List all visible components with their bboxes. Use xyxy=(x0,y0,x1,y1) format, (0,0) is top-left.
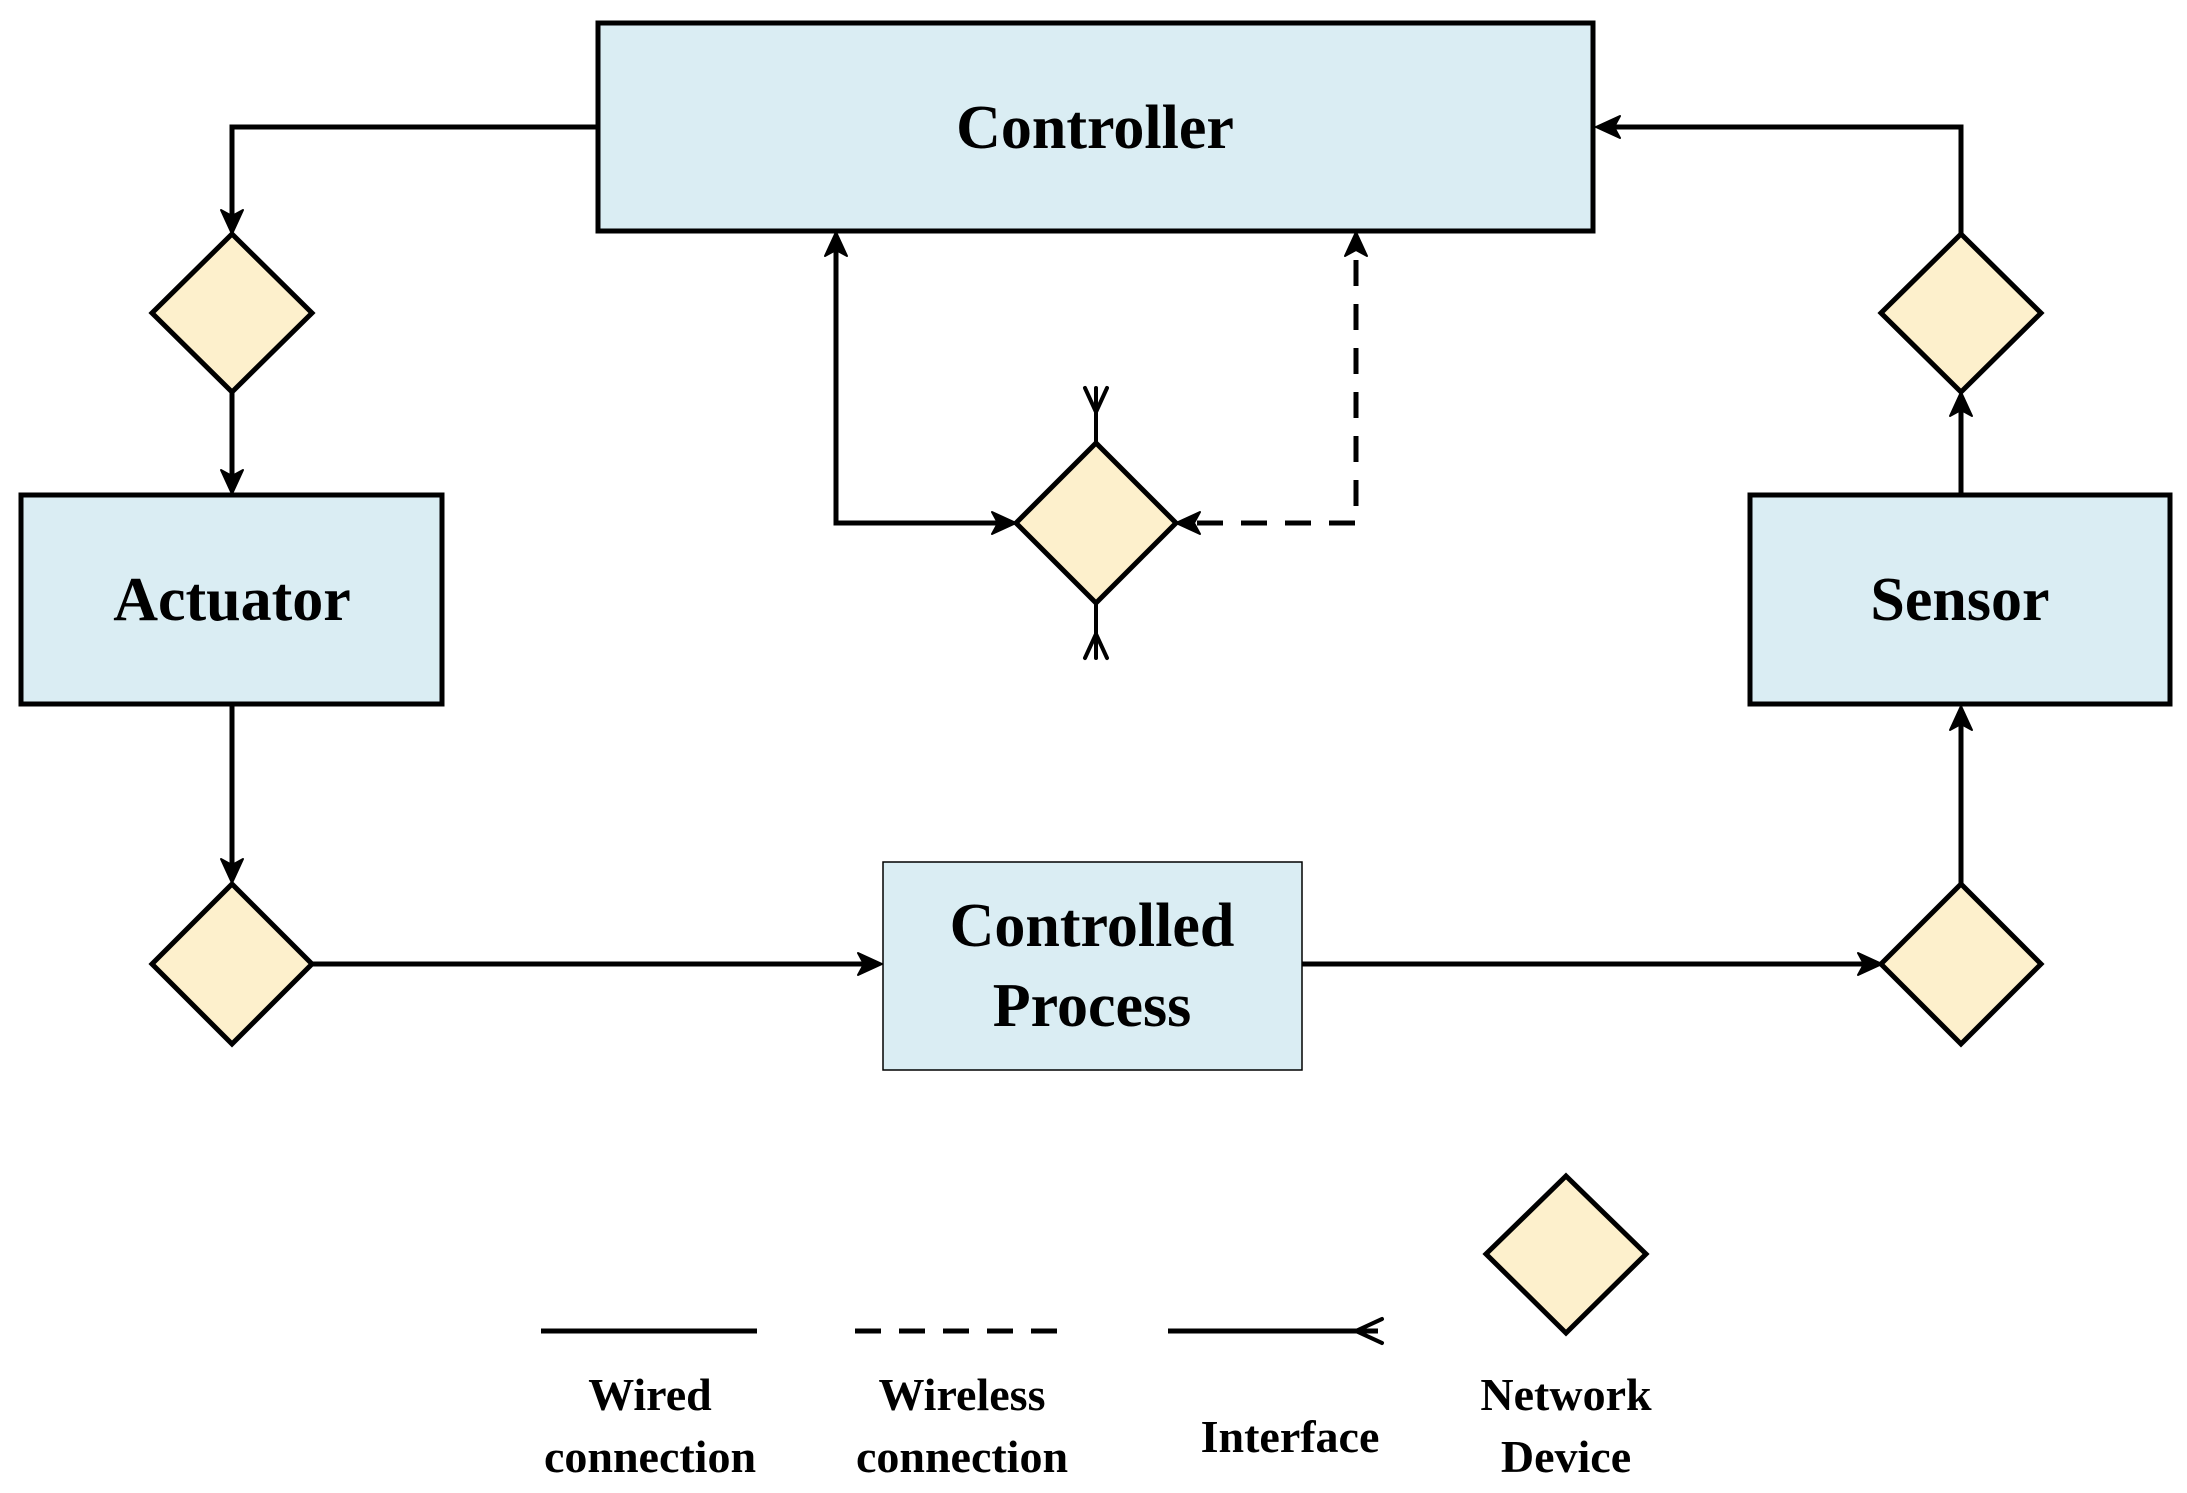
controller-block: Controller xyxy=(595,20,1596,234)
arrowhead-sensor-in xyxy=(1949,705,1973,731)
arrowhead-left-device-in xyxy=(220,209,244,235)
legend-wireless: Wireless connection xyxy=(855,1328,1073,1482)
legend-network-device-label-line1: Network xyxy=(1480,1369,1652,1420)
legend-network-device-icon xyxy=(1482,1172,1650,1337)
network-device-bottom-left xyxy=(148,880,316,1048)
legend-wired-label-line2: connection xyxy=(544,1431,756,1482)
legend-interface-icon xyxy=(1354,1317,1384,1345)
antenna-icon xyxy=(1083,386,1109,660)
network-device-top-left xyxy=(148,230,316,396)
wireless-center-device-to-controller xyxy=(1197,248,1359,526)
arrowhead-center-device-left-in xyxy=(991,511,1017,535)
sensor-label: Sensor xyxy=(1870,566,2049,634)
network-device-bottom-right xyxy=(1877,880,2045,1048)
actuator-block: Actuator xyxy=(18,492,445,707)
actuator-label: Actuator xyxy=(113,566,351,634)
wire-right-device-to-controller xyxy=(1612,124,1964,234)
arrowhead-bottom-left-device-in xyxy=(220,858,244,884)
legend: Wired connection Wireless connection Int… xyxy=(541,1172,1652,1482)
legend-wireless-label-line2: connection xyxy=(856,1431,1068,1482)
arrowhead-right-device-in xyxy=(1949,391,1973,417)
controlled-process-label-line2: Process xyxy=(993,972,1192,1040)
legend-wired-label-line1: Wired xyxy=(588,1369,712,1420)
wire-controller-to-center-device xyxy=(833,248,1000,526)
network-device-top-right xyxy=(1877,230,2045,396)
sensor-block: Sensor xyxy=(1747,492,2173,707)
legend-wired: Wired connection xyxy=(541,1328,757,1482)
arrowhead-actuator-in xyxy=(220,469,244,495)
arrowhead-center-device-right-in xyxy=(1175,511,1201,535)
legend-wireless-label-line1: Wireless xyxy=(879,1369,1046,1420)
arrowhead-controller-wireless-in xyxy=(1344,231,1368,257)
sensor-box xyxy=(1747,492,2173,707)
network-devices xyxy=(148,230,2045,1048)
legend-interface: Interface xyxy=(1168,1317,1384,1462)
controller-label: Controller xyxy=(956,94,1234,162)
connections xyxy=(220,115,1973,976)
arrowhead-process-in xyxy=(857,952,883,976)
wire-controller-to-left-device xyxy=(229,124,597,218)
controlled-process-block: Controlled Process xyxy=(882,861,1303,1071)
legend-network-device: Network Device xyxy=(1480,1172,1652,1482)
controlled-process-box xyxy=(882,861,1303,1071)
arrowhead-bottom-right-device-in xyxy=(1857,952,1883,976)
arrowhead-controller-right-in xyxy=(1595,115,1621,139)
legend-interface-label: Interface xyxy=(1201,1411,1380,1462)
legend-network-device-label-line2: Device xyxy=(1501,1431,1631,1482)
controller-box xyxy=(595,20,1596,234)
network-device-center xyxy=(1012,439,1180,607)
actuator-box xyxy=(18,492,445,707)
controlled-process-label-line1: Controlled xyxy=(950,892,1235,960)
arrowhead-controller-bottom-in xyxy=(824,231,848,257)
